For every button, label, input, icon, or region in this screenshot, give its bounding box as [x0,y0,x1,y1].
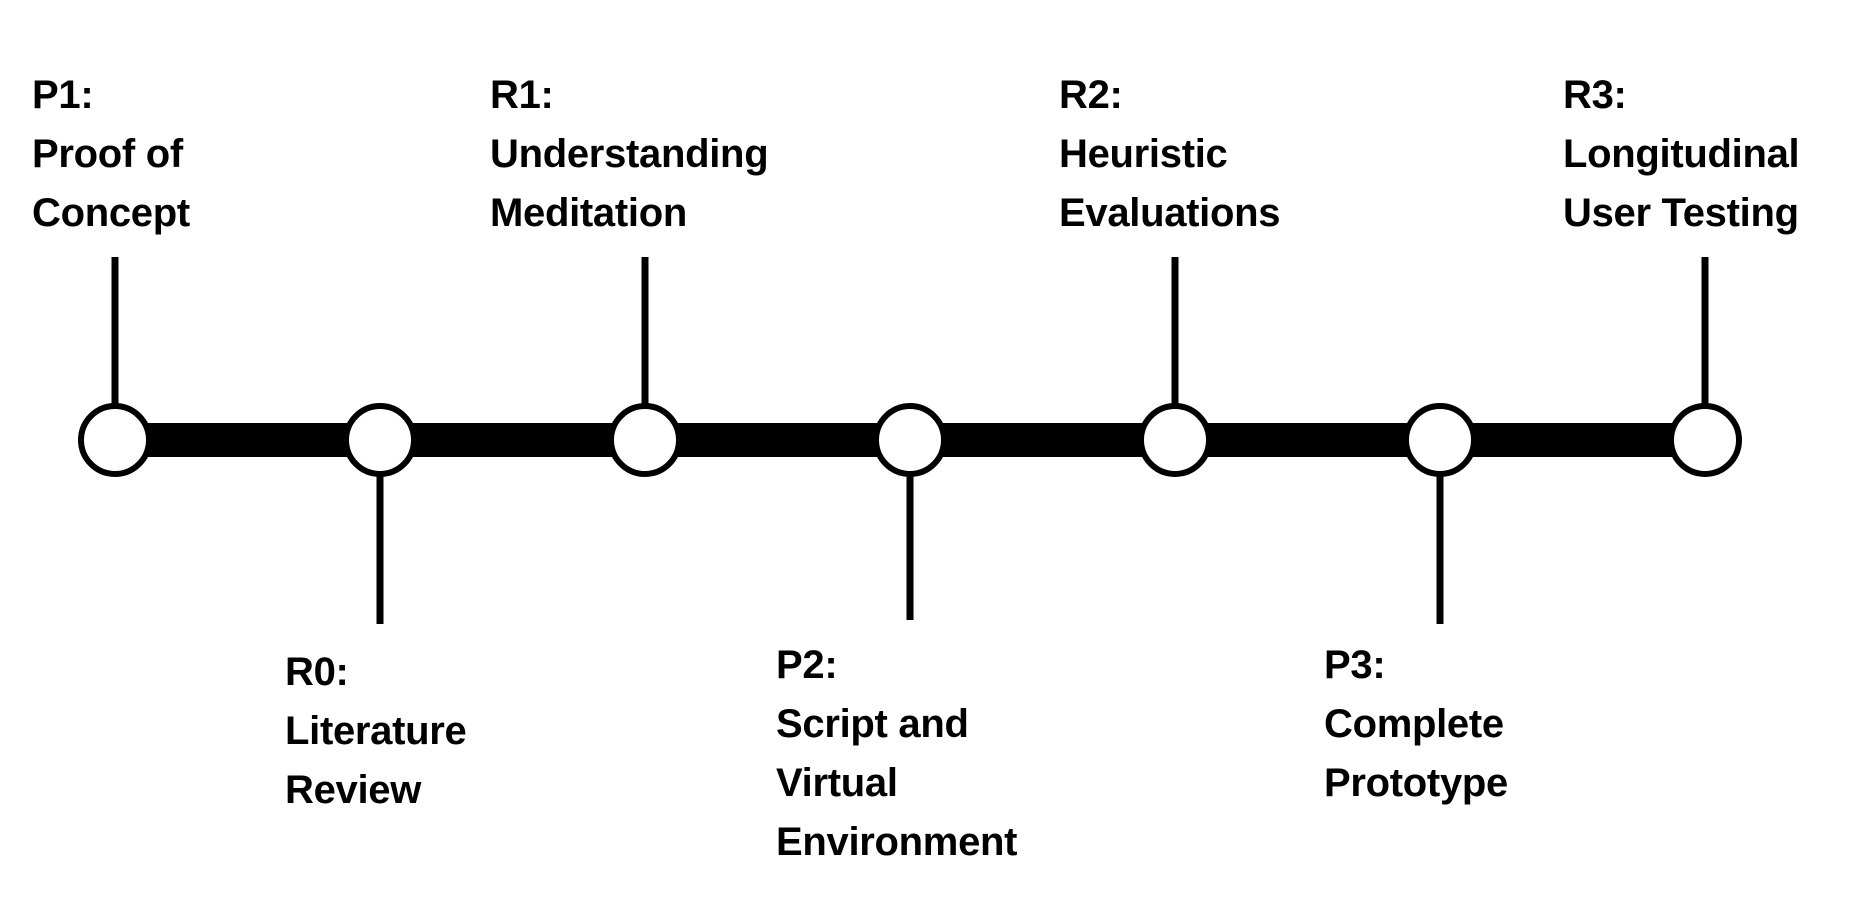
milestone-code: R1: [490,73,554,117]
milestone-title-line: Review [285,768,422,812]
milestone-title-line: Virtual [776,761,898,805]
node-r1 [608,403,682,477]
milestone-label-p3: P3: Complete Prototype [1324,636,1508,813]
milestone-title-line: Longitudinal [1563,132,1800,176]
node-p1 [78,403,152,477]
milestone-label-r2: R2: Heuristic Evaluations [1059,66,1281,243]
milestone-code: R2: [1059,73,1123,117]
milestone-code: R3: [1563,73,1627,117]
node-r0 [343,403,417,477]
milestone-code: P3: [1324,643,1386,687]
milestone-code: P1: [32,73,94,117]
milestone-label-p1: P1: Proof of Concept [32,66,190,243]
milestone-label-r0: R0: Literature Review [285,643,467,820]
milestone-code: R0: [285,650,349,694]
milestone-label-p2: P2: Script and Virtual Environment [776,636,1017,872]
milestone-code: P2: [776,643,838,687]
milestone-label-r3: R3: Longitudinal User Testing [1563,66,1800,243]
milestone-title-line: Script and [776,702,969,746]
milestone-label-r1: R1: Understanding Meditation [490,66,769,243]
milestone-title-line: Evaluations [1059,191,1281,235]
node-p2 [873,403,947,477]
milestone-title-line: Concept [32,191,190,235]
milestone-title-line: Prototype [1324,761,1508,805]
milestone-title-line: Environment [776,820,1018,864]
node-r3 [1668,403,1742,477]
node-p3 [1403,403,1477,477]
milestone-title-line: Understanding [490,132,769,176]
milestone-title-line: Complete [1324,702,1504,746]
node-r2 [1138,403,1212,477]
milestone-title-line: Proof of [32,132,183,176]
milestone-title-line: Heuristic [1059,132,1228,176]
milestone-title-line: Literature [285,709,467,753]
milestone-title-line: Meditation [490,191,687,235]
milestone-title-line: User Testing [1563,191,1799,235]
